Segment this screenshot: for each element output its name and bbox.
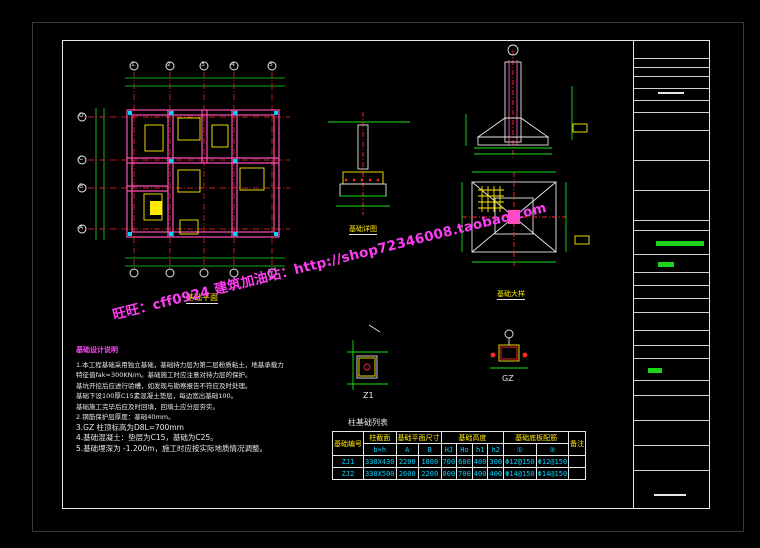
- table-header-cell: ②: [535, 443, 570, 456]
- table-header-cell: 基础平面尺寸: [395, 431, 442, 444]
- table-cell: [568, 455, 587, 468]
- plan-title: 基础平面: [186, 293, 218, 304]
- section-title: 基础详图: [349, 225, 377, 235]
- gz-label: GZ: [502, 374, 514, 383]
- design-notes: 基础设计说明 1.本工程基础采用独立基础，基础持力层为第二层粉质粘土，地基承载力…: [76, 345, 316, 454]
- table-header-cell: h1: [471, 443, 489, 456]
- foundation-plan: [77, 61, 290, 278]
- note-line: 2.钢筋保护层厚度：基础40mm。: [76, 413, 175, 421]
- axis-letter-a: A: [79, 224, 84, 231]
- note-line: 4.基础混凝土：垫层为C15，基础为C25。: [76, 433, 218, 442]
- table-title: 柱基础列表: [348, 418, 388, 427]
- table-cell: ZJ2: [332, 467, 364, 480]
- table-cell: 700: [456, 467, 473, 480]
- table-cell: 700: [440, 455, 458, 468]
- table-cell: 330X500: [363, 467, 397, 480]
- drawing-frame: [62, 40, 710, 509]
- z1-label: Z1: [363, 391, 374, 400]
- axis-number-5: 5: [269, 61, 273, 68]
- note-line: 1.本工程基础采用独立基础，基础持力层为第二层粉质粘土，地基承载力: [76, 360, 284, 369]
- table-header-cell: h2: [487, 443, 505, 456]
- note-line: 基础下设100厚C15素混凝土垫层，每边宽出基础100。: [76, 392, 238, 400]
- table-header-cell: B: [418, 443, 442, 456]
- table-header-cell: Ho: [456, 443, 473, 456]
- note-line: 基础施工完毕后应及时回填，回填土应分层夯实。: [76, 402, 219, 411]
- z1-detail: [347, 324, 388, 390]
- footing-plan: [461, 171, 590, 266]
- table-header-cell: HJ: [440, 443, 458, 456]
- table-cell: Φ12@150: [535, 455, 570, 468]
- table-header-cell: 基础编号: [332, 431, 364, 456]
- table-row: ZJ1 330X430 2200 1800 700 600 400 300 Φ1…: [332, 455, 587, 468]
- note-line: 3.GZ 柱顶标高为D8L=700mm: [76, 422, 184, 432]
- table-cell: 2200: [395, 455, 420, 468]
- table-cell: ZJ1: [332, 455, 364, 468]
- table-cell: Φ14@150: [503, 467, 537, 480]
- table-cell: 330X430: [363, 455, 397, 468]
- footing-section: [465, 44, 588, 160]
- table-cell: 400: [471, 467, 489, 480]
- table-cell: 2200: [418, 467, 442, 480]
- table-cell: 400: [487, 467, 505, 480]
- table-cell: 300: [487, 455, 505, 468]
- table-header-cell: b×h: [363, 443, 397, 456]
- table-cell: [568, 467, 587, 480]
- table-header-cell: 基础底板配筋: [503, 431, 570, 444]
- table-header-cell: 基础高度: [440, 431, 505, 444]
- table-header-cell: 柱截面: [363, 431, 397, 444]
- axis-letter-b: B: [79, 183, 84, 190]
- strip-section: [328, 112, 410, 215]
- axis-letter-c: C: [79, 155, 84, 162]
- table-cell: 400: [471, 455, 489, 468]
- axis-number-1: 1: [131, 61, 135, 68]
- note-line: 基坑开挖后应进行验槽，如发现与勘察报告不符应及时处理。: [76, 381, 252, 390]
- table-row: ZJ2 330X500 2600 2200 800 700 400 400 Φ1…: [332, 467, 587, 480]
- table-header-row: 基础编号 柱截面 基础平面尺寸 基础高度 基础底板配筋 备注: [332, 431, 587, 456]
- axis-number-3: 3: [201, 61, 205, 68]
- axis-number-4: 4: [231, 61, 235, 68]
- notes-heading: 基础设计说明: [76, 346, 118, 354]
- table-cell: 800: [440, 467, 458, 480]
- footing-schedule-table: 基础编号 柱截面 基础平面尺寸 基础高度 基础底板配筋 备注 b×h A B H…: [332, 431, 587, 480]
- note-line: 特征值fak=300KN/m。基础施工时应注意对持力层的保护。: [76, 371, 252, 379]
- table-cell: 600: [456, 455, 473, 468]
- table-header-cell: ①: [503, 443, 537, 456]
- table-header-cell: A: [395, 443, 420, 456]
- outer-border: [32, 22, 744, 532]
- axis-letter-d: D: [79, 112, 84, 119]
- title-block: [633, 40, 710, 509]
- table-cell: Φ14@150: [535, 467, 570, 480]
- table-header-row: b×h A B HJ Ho h1 h2 ① ②: [333, 443, 586, 456]
- table-header-cell: 备注: [568, 431, 587, 456]
- table-cell: 2600: [395, 467, 420, 480]
- column-base-title: 基础大样: [497, 290, 525, 300]
- table-cell: 1800: [418, 455, 442, 468]
- axis-number-2: 2: [167, 61, 171, 68]
- table-cell: Φ12@150: [503, 455, 537, 468]
- gz-detail: [490, 329, 528, 369]
- note-line: 5.基础埋深为 -1.200m，施工时应按实际地质情况调整。: [76, 443, 268, 453]
